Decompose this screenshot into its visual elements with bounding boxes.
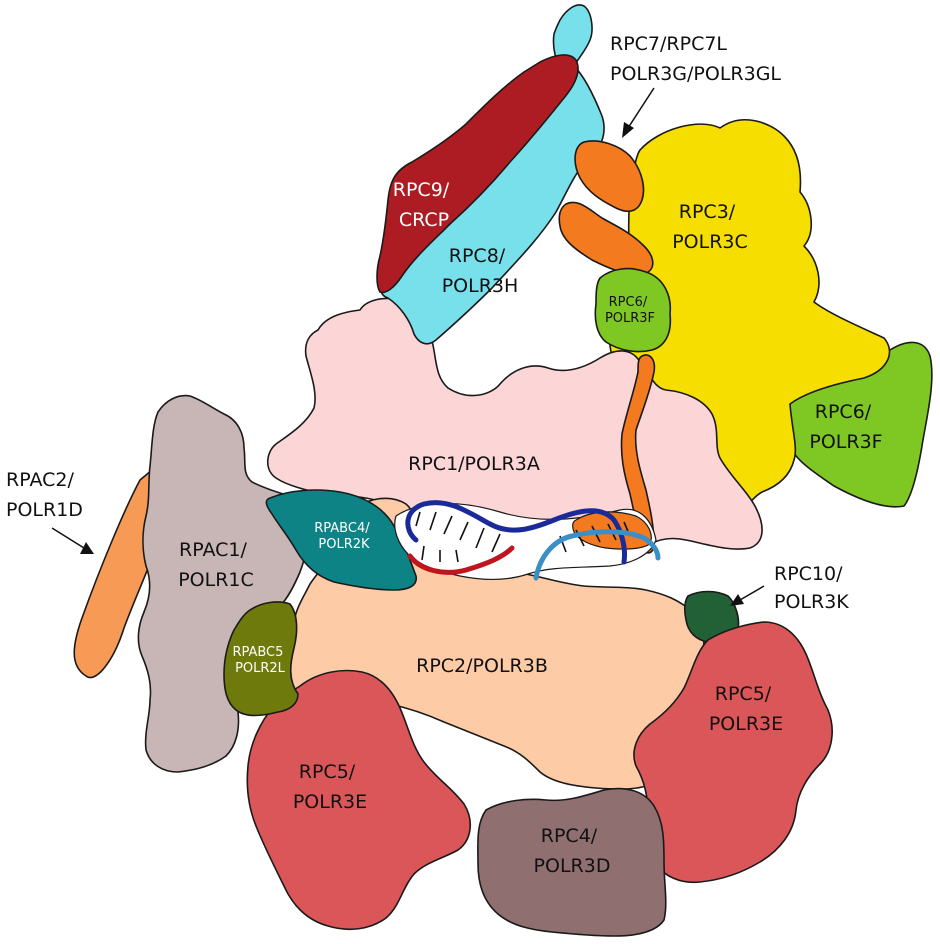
rpc5-left-label: RPC5/ POLR3E	[293, 761, 367, 813]
rpabc5-label: RPABC5 POLR2L	[232, 645, 287, 676]
rpabc4-subunit	[265, 489, 418, 591]
rpc1-label: RPC1/POLR3A	[408, 453, 540, 475]
rpc10-label: RPC10/ POLR3K	[774, 563, 849, 613]
rpc7-pointer-arrow	[622, 87, 655, 138]
rpc4-label: RPC4/ POLR3D	[534, 825, 611, 877]
rna-transcript	[407, 545, 515, 575]
rpc9-label: RPC9/ CRCP	[393, 179, 455, 231]
rpc5-right-label: RPC5/ POLR3E	[709, 683, 783, 735]
rpc7-label: RPC7/RPC7L POLR3G/POLR3GL	[610, 33, 781, 85]
rpc5-right-subunit	[633, 621, 833, 884]
rpc6-small-label: RPC6/ POLR3F	[605, 295, 655, 326]
rpabc5-subunit	[223, 601, 299, 717]
rpc6-small-subunit	[594, 267, 672, 353]
rpabc4-label: RPABC4/ POLR2K	[314, 521, 374, 552]
rpac2-label: RPAC2/ POLR1D	[6, 469, 83, 521]
rpc7-upper-piece	[574, 140, 645, 213]
rpac1-label: RPAC1/ POLR1C	[178, 539, 254, 591]
rpc2-label: RPC2/POLR3B	[416, 655, 548, 677]
rpc8-label: RPC8/ POLR3H	[442, 245, 519, 297]
rpc7-linker	[620, 354, 656, 554]
dna-nontemplate-strand	[533, 529, 661, 581]
rpac2-pointer-arrow	[51, 527, 94, 554]
rpc10-pointer-arrow	[730, 585, 765, 606]
rpc3-label: RPC3/ POLR3C	[672, 201, 748, 253]
rpc6-big-label: RPC6/ POLR3F	[809, 401, 882, 453]
dna-template-strand	[405, 500, 627, 565]
rpc4-subunit	[477, 787, 667, 937]
rpc5-left-subunit	[246, 669, 471, 931]
rpc9-subunit	[376, 54, 579, 294]
